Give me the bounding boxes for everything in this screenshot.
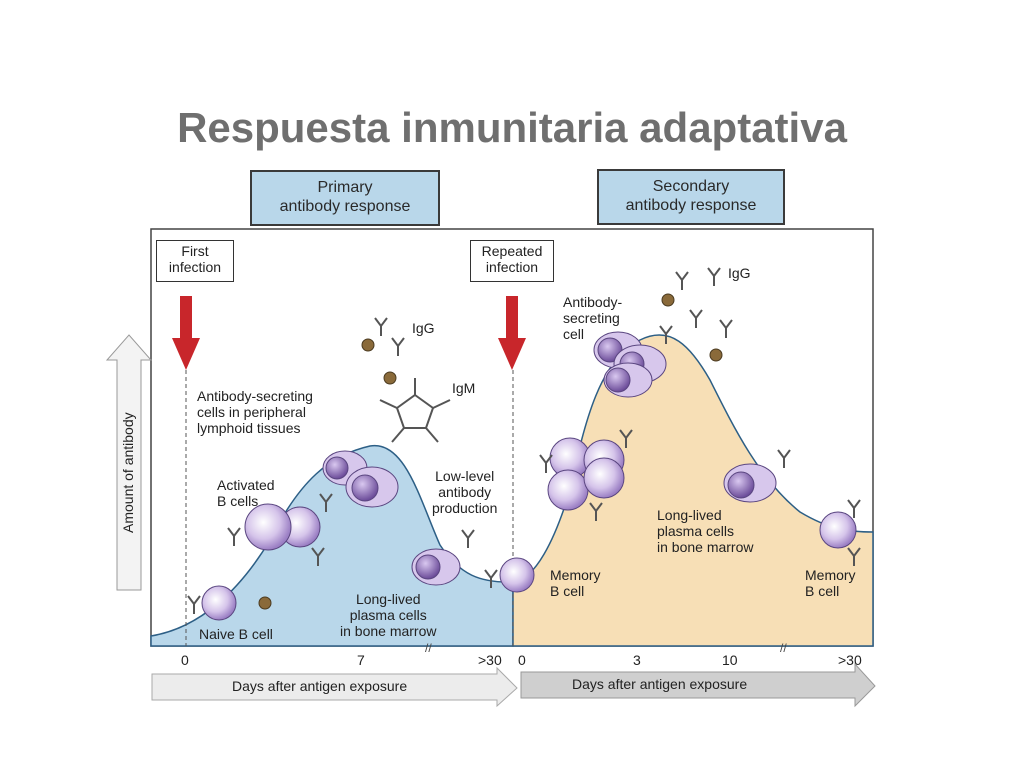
label-asc-peripheral: Antibody-secreting cells in peripheral l… (197, 388, 313, 436)
igm-pentamer (379, 378, 451, 443)
y-axis-arrow (105, 334, 153, 591)
label-low-level: Low-level antibody production (432, 468, 498, 516)
primary-response-header: Primary antibody response (250, 170, 440, 226)
first-infection-arrow (172, 296, 200, 370)
label-long-lived-primary: Long-lived plasma cells in bone marrow (340, 591, 437, 639)
label-activated-b-cells: Activated B cells (217, 477, 275, 509)
x-axis-arrow-primary (151, 666, 518, 708)
axis-break-secondary: // (780, 641, 787, 655)
x-axis-label-secondary: Days after antigen exposure (572, 676, 748, 692)
antibody-glyphs (187, 267, 861, 614)
label-igm: IgM (452, 380, 476, 396)
first-infection-box: First infection (156, 240, 234, 282)
label-memory-secondary: Memory B cell (805, 567, 856, 599)
plasma-cells-primary (322, 450, 399, 508)
y-axis-label: Amount of antibody (120, 412, 136, 533)
x-axis-label-primary: Days after antigen exposure (232, 678, 408, 694)
primary-area (150, 445, 514, 647)
tick-secondary-10: 10 (722, 652, 738, 668)
tick-secondary-3: 3 (633, 652, 641, 668)
label-memory-primary: Memory B cell (550, 567, 601, 599)
tick-secondary-30: >30 (838, 652, 862, 668)
label-asc-secondary: Antibody- secreting cell (563, 294, 623, 342)
page-title: Respuesta inmunitaria adaptativa (177, 104, 847, 151)
secondary-response-header: Secondary antibody response (597, 169, 785, 225)
label-igg-primary: IgG (412, 320, 435, 336)
long-lived-plasma-cell-secondary (723, 463, 777, 503)
tick-secondary-0: 0 (518, 652, 526, 668)
label-igg-secondary: IgG (728, 265, 751, 281)
antibody-secreting-cells-secondary (593, 331, 667, 398)
tick-primary-7: 7 (357, 652, 365, 668)
antigen-particles (258, 293, 723, 610)
naive-b-cell (201, 585, 237, 621)
axis-break-primary: // (425, 641, 432, 655)
repeated-infection-arrow (498, 296, 526, 370)
tick-primary-0: 0 (181, 652, 189, 668)
long-lived-plasma-cell-primary (411, 548, 461, 586)
memory-b-cell-secondary (819, 511, 857, 549)
memory-b-cell-primary (499, 557, 535, 593)
label-long-lived-secondary: Long-lived plasma cells in bone marrow (657, 507, 754, 555)
tick-primary-30: >30 (478, 652, 502, 668)
repeated-infection-box: Repeated infection (470, 240, 554, 282)
x-axis-arrow-secondary (520, 662, 876, 708)
activated-cells-secondary (547, 437, 625, 511)
label-naive-b-cell: Naive B cell (199, 626, 273, 642)
activated-b-cells (244, 503, 321, 551)
